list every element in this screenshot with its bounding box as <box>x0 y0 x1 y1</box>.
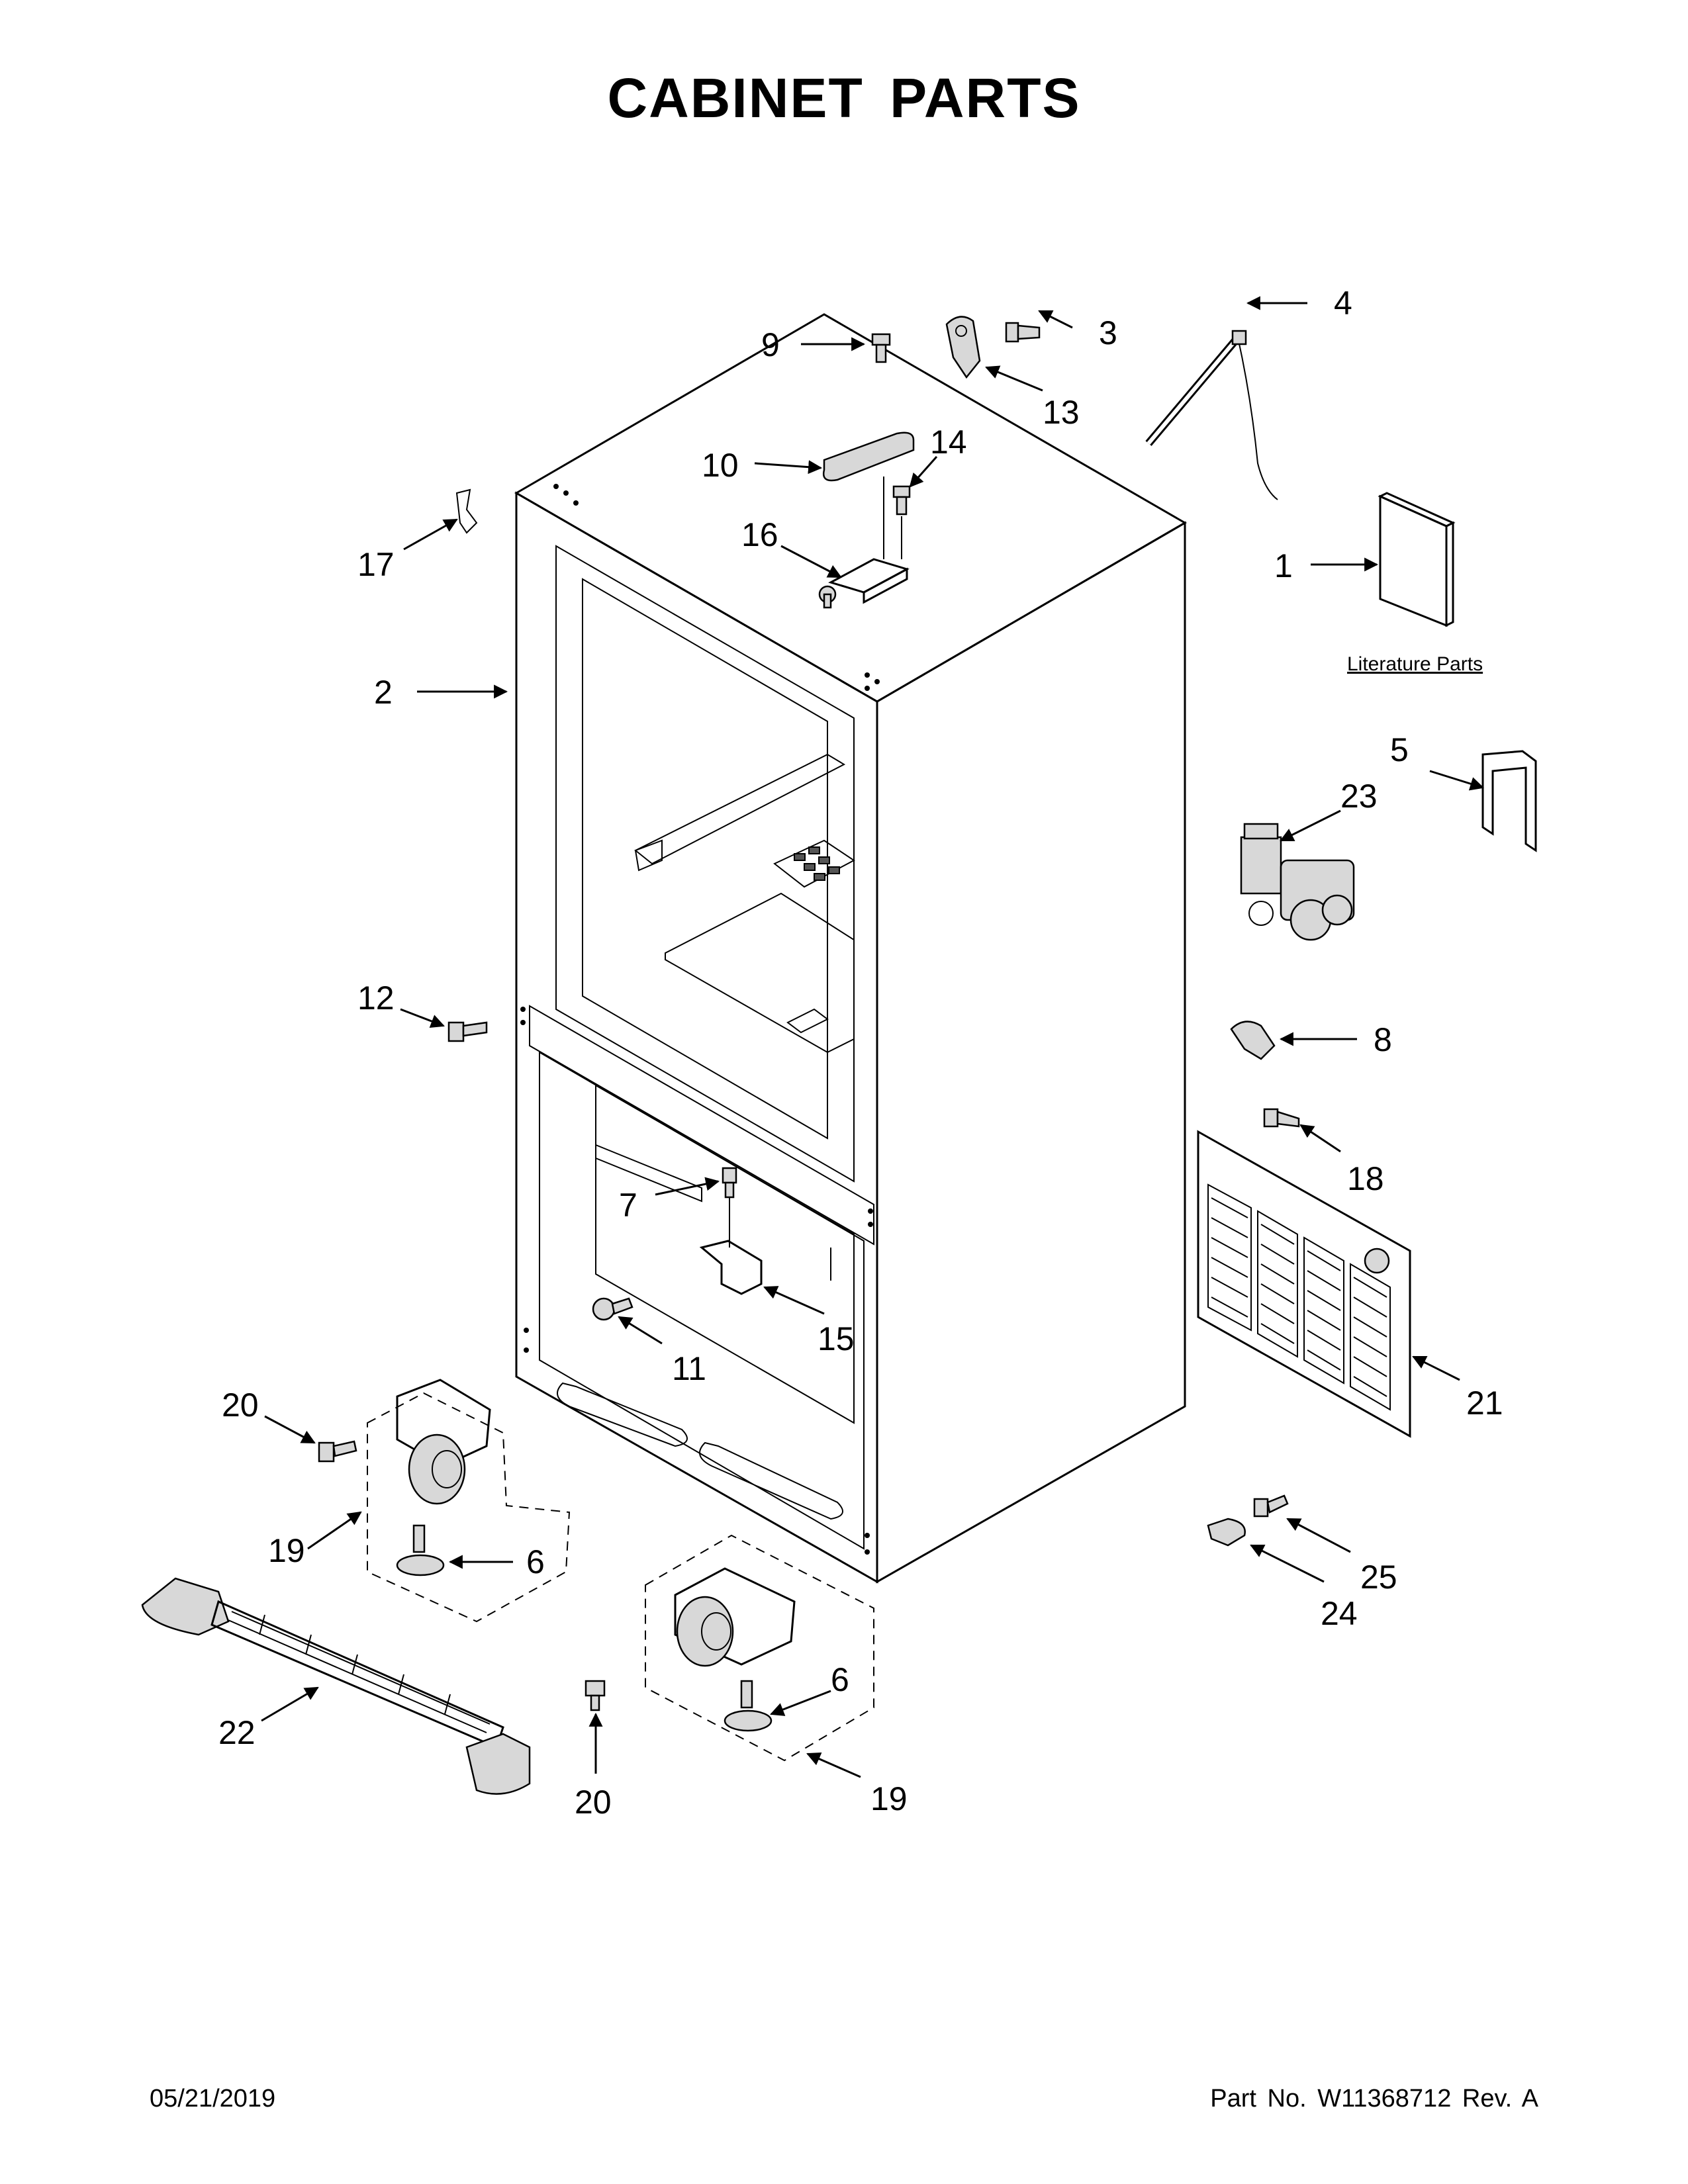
callout-18: 18 <box>1347 1160 1384 1197</box>
callout-numbers: 9 3 4 13 10 14 16 17 1 2 5 23 12 8 18 7 … <box>218 285 1503 1821</box>
callout-20-left: 20 <box>222 1387 259 1424</box>
part-7-screw <box>722 1167 737 1199</box>
footer-part-number: Part No. W11368712 Rev. A <box>1210 2085 1538 2113</box>
cabinet-shell <box>514 313 1187 1584</box>
part-22-kickplate <box>141 1577 531 1795</box>
callout-7: 7 <box>619 1187 637 1224</box>
footer-date: 05/21/2019 <box>150 2085 276 2113</box>
part-8-clip <box>1230 1021 1276 1060</box>
part-14-screw <box>892 485 911 516</box>
callout-17: 17 <box>357 546 395 583</box>
part-25-screw <box>1253 1494 1289 1518</box>
callout-19-right: 19 <box>870 1780 908 1817</box>
callout-12: 12 <box>357 979 395 1017</box>
part-12-screw <box>447 1021 488 1042</box>
callout-19-left: 19 <box>268 1532 305 1569</box>
callout-9: 9 <box>761 326 780 363</box>
right-roller-assembly <box>585 1534 874 1762</box>
callout-22: 22 <box>218 1714 256 1751</box>
callout-2: 2 <box>374 674 393 711</box>
part-4-water-tube <box>1145 330 1278 500</box>
part-17-clip <box>455 488 478 534</box>
callout-25: 25 <box>1360 1559 1397 1596</box>
part-10-hinge-cover <box>822 432 915 482</box>
callout-5: 5 <box>1390 731 1409 768</box>
callout-11: 11 <box>672 1350 706 1387</box>
part-24-clamp <box>1207 1518 1246 1547</box>
callout-15: 15 <box>818 1320 855 1357</box>
part-5-bracket <box>1481 750 1537 852</box>
part-13-top-hinge <box>945 316 981 379</box>
callout-6-right: 6 <box>831 1661 849 1698</box>
callout-23: 23 <box>1340 778 1378 815</box>
literature-parts-label: Literature Parts <box>1347 653 1483 675</box>
callout-16: 16 <box>741 516 778 553</box>
callout-13: 13 <box>1043 394 1080 431</box>
part-18-screw <box>1263 1108 1300 1128</box>
part-3-screw <box>1005 322 1041 343</box>
part-9-screw <box>871 333 891 363</box>
leader-lines <box>261 296 1485 1778</box>
part-16-hinge-bracket <box>818 558 910 609</box>
callout-10: 10 <box>702 447 739 484</box>
callout-21: 21 <box>1466 1385 1503 1422</box>
callout-20-right: 20 <box>575 1784 612 1821</box>
part-23-water-valve <box>1240 823 1355 941</box>
part-11-screw <box>592 1297 633 1321</box>
callout-1: 1 <box>1274 547 1293 584</box>
part-21-rear-grille <box>1197 1130 1411 1438</box>
callout-24: 24 <box>1321 1595 1358 1632</box>
callout-4: 4 <box>1334 285 1352 322</box>
page-title: CABINET PARTS <box>607 67 1081 129</box>
left-roller-assembly <box>318 1379 571 1623</box>
callout-14: 14 <box>930 424 967 461</box>
callout-8: 8 <box>1374 1021 1392 1058</box>
part-15-bracket <box>699 1240 763 1295</box>
callout-6-left: 6 <box>526 1543 545 1580</box>
part-1-literature-box <box>1378 492 1456 627</box>
callout-3: 3 <box>1099 314 1117 351</box>
